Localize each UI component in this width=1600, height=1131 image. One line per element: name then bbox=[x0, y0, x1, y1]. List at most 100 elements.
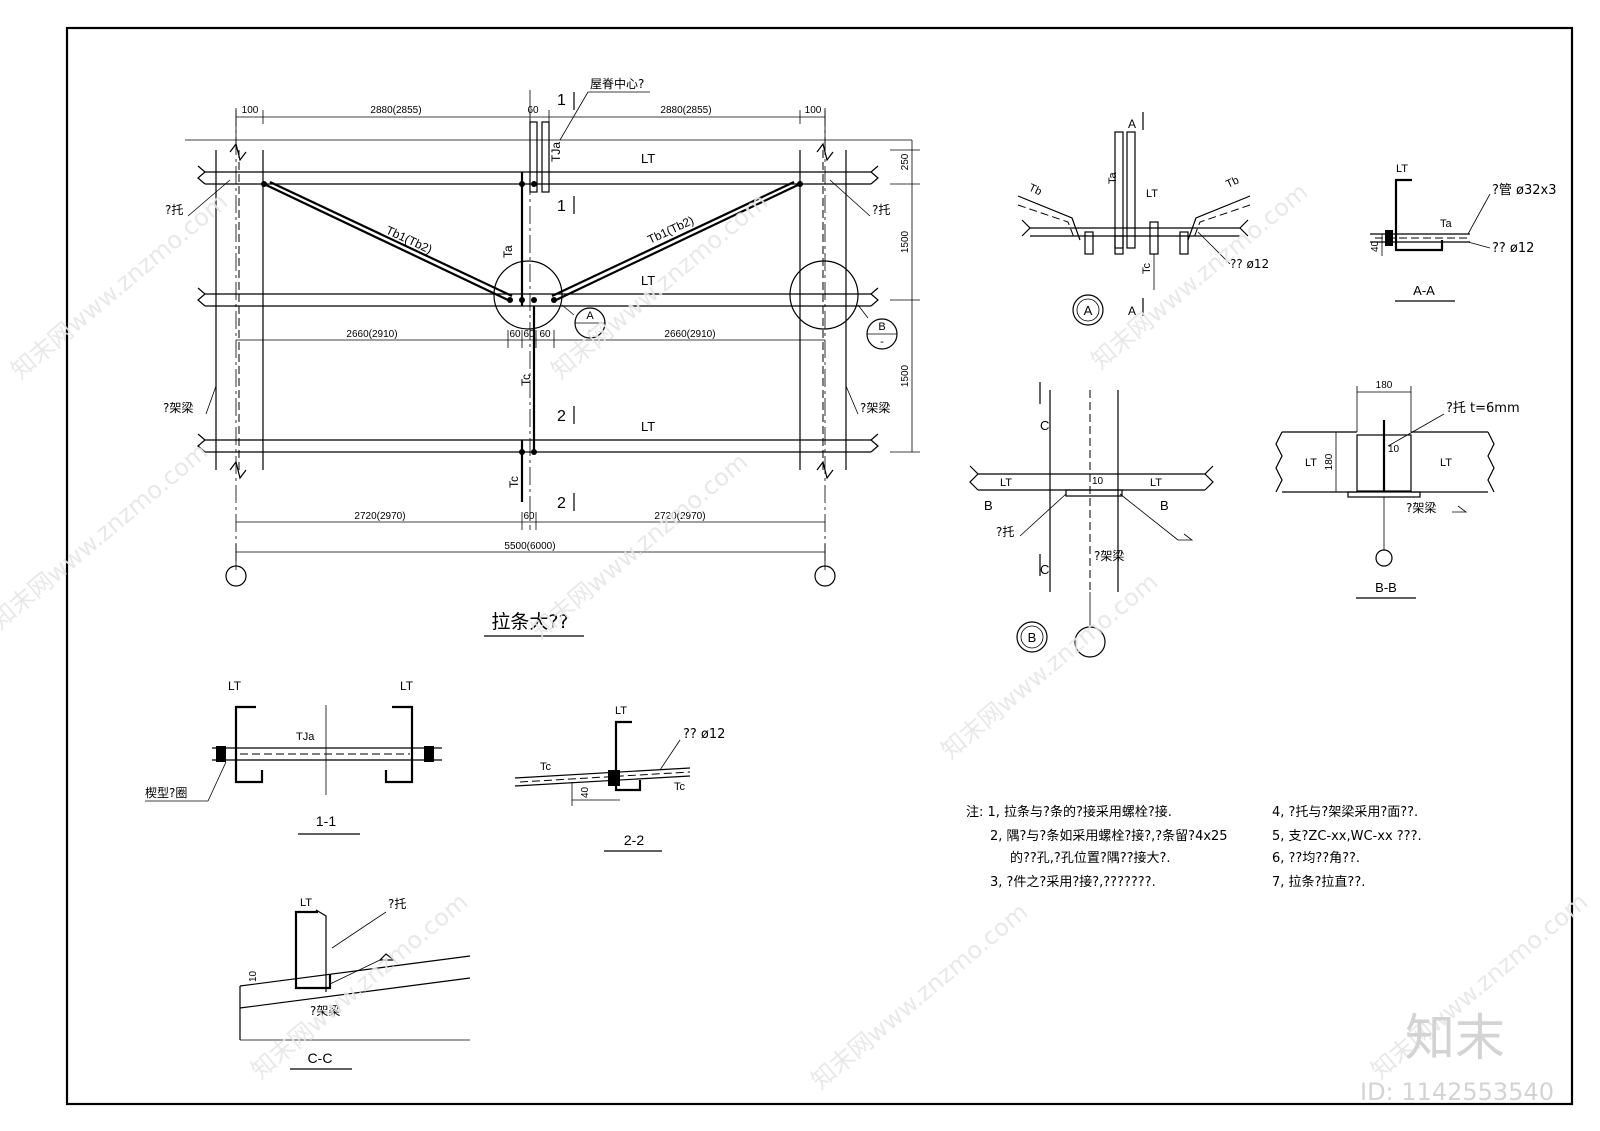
watermark: 知末网www.znzmo.com 知末网www.znzmo.com 知末网www… bbox=[0, 178, 1593, 1106]
purlin-top bbox=[197, 165, 879, 185]
detail-b-b-left: B bbox=[984, 498, 993, 513]
callout-b-sub: - bbox=[880, 336, 884, 348]
tie-rod-label-right: Tb1(Tb2) bbox=[645, 213, 696, 247]
detail-a-ta: Ta bbox=[1107, 172, 1119, 185]
detail-a: Ta Tc Tb Tb LT ?? ø12 A A A bbox=[1017, 112, 1269, 326]
section-cc-support: ?托 bbox=[388, 897, 406, 911]
dim-mid-1: 2660(2910) bbox=[346, 329, 397, 340]
dim-mid-5: 2660(2910) bbox=[664, 329, 715, 340]
section-2-mark-bottom: 2 bbox=[557, 495, 566, 512]
section-1-mark-top: 1 bbox=[557, 92, 566, 109]
plan-dimensions bbox=[185, 110, 920, 570]
watermark-text-1: 知末网www.znzmo.com bbox=[6, 188, 233, 385]
section-aa-dim: 40 bbox=[1370, 240, 1381, 252]
section-11-tja: TJa bbox=[296, 731, 315, 743]
dim-top-5: 100 bbox=[805, 105, 822, 116]
watermark-text-4: 知末网www.znzmo.com bbox=[0, 438, 213, 635]
dim-top-3: 60 bbox=[527, 105, 539, 116]
watermark-text-5: 知末网www.znzmo.com bbox=[526, 448, 753, 645]
purlin-label-top: LT bbox=[641, 151, 655, 166]
section-22-rod: ?? ø12 bbox=[683, 727, 725, 742]
detail-b-b-right: B bbox=[1160, 498, 1169, 513]
diagonal-tie-rods bbox=[263, 181, 801, 301]
section-aa-pipe: ?管 ø32x3 bbox=[1492, 183, 1557, 198]
detail-a-tc: Tc bbox=[1141, 263, 1153, 275]
detail-b-beam: ?架梁 bbox=[1094, 548, 1124, 563]
section-cc-title: C-C bbox=[308, 1050, 333, 1066]
section-1-mark-bottom: 1 bbox=[557, 198, 566, 215]
purlin-label-middle: LT bbox=[641, 273, 655, 288]
beam-label-left: ?架梁 bbox=[163, 400, 193, 415]
detail-b-lt-left: LT bbox=[1000, 477, 1012, 489]
purlin-middle bbox=[197, 287, 879, 307]
section-22-tc-right: Tc bbox=[674, 781, 686, 793]
general-notes: 注: 1, 拉条与?条的?接采用螺栓?接. 2, 隅?与?条如采用螺栓?接?,?… bbox=[966, 804, 1422, 890]
bolts bbox=[261, 181, 803, 455]
detail-a-lt: LT bbox=[1146, 188, 1158, 200]
section-c-c: LT ?托 10 ?架梁 C-C bbox=[239, 897, 471, 1070]
section-cc-lt: LT bbox=[300, 897, 312, 909]
watermark-text-8: 知末网www.znzmo.com bbox=[806, 898, 1033, 1095]
note-4: 4, ?托与?架梁采用?面??. bbox=[1272, 805, 1418, 820]
detail-b-axis-bubble bbox=[1074, 626, 1106, 658]
section-b-b: 180 180 ?托 t=6mm LT LT 10 ?架梁 B-B bbox=[1275, 380, 1520, 599]
note-6: 6, ??均??角??. bbox=[1272, 851, 1360, 866]
detail-b-support: ?托 bbox=[996, 525, 1014, 539]
callout-a-label: A bbox=[586, 310, 594, 322]
detail-a-rod: ?? ø12 bbox=[1230, 257, 1269, 271]
detail-a-mark-bottom: A bbox=[1128, 304, 1136, 318]
dim-mid-3: 60 bbox=[523, 329, 535, 340]
dim-bot-1: 2720(2970) bbox=[354, 511, 405, 522]
purlin-bottom bbox=[197, 433, 879, 453]
section-22-tc-left: Tc bbox=[540, 761, 552, 773]
section-bb-beam: ?架梁 bbox=[1406, 500, 1436, 515]
dim-top-2: 2880(2855) bbox=[370, 105, 421, 116]
detail-a-circle bbox=[493, 260, 563, 330]
watermark-text-7: 知末网www.znzmo.com bbox=[246, 888, 473, 1085]
watermark-text-6: 知末网www.znzmo.com bbox=[936, 568, 1163, 765]
purlin-plan: A - B - bbox=[163, 76, 920, 637]
dim-mid-2: 60 bbox=[509, 329, 521, 340]
section-aa-lt: LT bbox=[1396, 163, 1408, 175]
axis-bubble-right bbox=[814, 565, 836, 587]
watermark-text-3: 知末网www.znzmo.com bbox=[1086, 178, 1313, 375]
section-bb-dim-side: 180 bbox=[1324, 453, 1335, 470]
section-bb-lt-left: LT bbox=[1305, 457, 1317, 469]
dim-bot-3: 2720(2970) bbox=[654, 511, 705, 522]
section-bb-title: B-B bbox=[1375, 580, 1397, 595]
watermark-logo: 知末 bbox=[1405, 1009, 1505, 1067]
axis-bubble-left bbox=[225, 565, 247, 587]
note-5: 5, 支?ZC-xx,WC-xx ???. bbox=[1272, 829, 1422, 844]
beam-label-right: ?架梁 bbox=[860, 400, 890, 415]
strut-tja-label: TJa bbox=[549, 142, 563, 162]
rod-tc-label-1: Tc bbox=[519, 374, 533, 386]
section-bb-dim-top: 180 bbox=[1376, 380, 1393, 391]
dim-right-1: 250 bbox=[900, 153, 911, 170]
detail-b-c-bottom: C bbox=[1040, 562, 1049, 577]
watermark-text-2: 知末网www.znzmo.com bbox=[546, 188, 773, 385]
dim-right-3: 1500 bbox=[900, 364, 911, 387]
plan-title: 拉条大?? bbox=[491, 611, 568, 633]
dim-mid-4: 60 bbox=[539, 329, 551, 340]
section-11-lt-left: LT bbox=[228, 679, 242, 693]
note-3: 3, ?件之?采用?接?,???????. bbox=[990, 874, 1156, 890]
watermark-id: ID: 1142553540 bbox=[1360, 1078, 1554, 1106]
detail-b: C C B B LT LT 10 ?托 ?架梁 B bbox=[969, 382, 1214, 658]
detail-a-tb-right: Tb bbox=[1224, 174, 1241, 190]
section-22-lt: LT bbox=[615, 705, 627, 717]
section-cc-beam: ?架梁 bbox=[310, 1003, 340, 1018]
callout-a-sub: - bbox=[588, 325, 592, 337]
detail-b-gap: 10 bbox=[1092, 476, 1104, 487]
dim-bot-2: 60 bbox=[523, 511, 535, 522]
support-label-left: ?托 bbox=[165, 203, 183, 217]
detail-a-bubble bbox=[1072, 294, 1104, 326]
section-22-dim: 40 bbox=[580, 786, 591, 798]
drawing-frame bbox=[65, 26, 1574, 1106]
section-11-washer: 楔型?圈 bbox=[145, 786, 187, 800]
section-bb-lt-right: LT bbox=[1440, 457, 1452, 469]
section-a-a: LT Ta ?管 ø32x3 ?? ø12 40 A-A bbox=[1370, 163, 1557, 302]
dim-total: 5500(6000) bbox=[504, 541, 555, 552]
detail-b-label: B bbox=[1028, 630, 1037, 645]
detail-a-tb-left: Tb bbox=[1027, 182, 1044, 198]
